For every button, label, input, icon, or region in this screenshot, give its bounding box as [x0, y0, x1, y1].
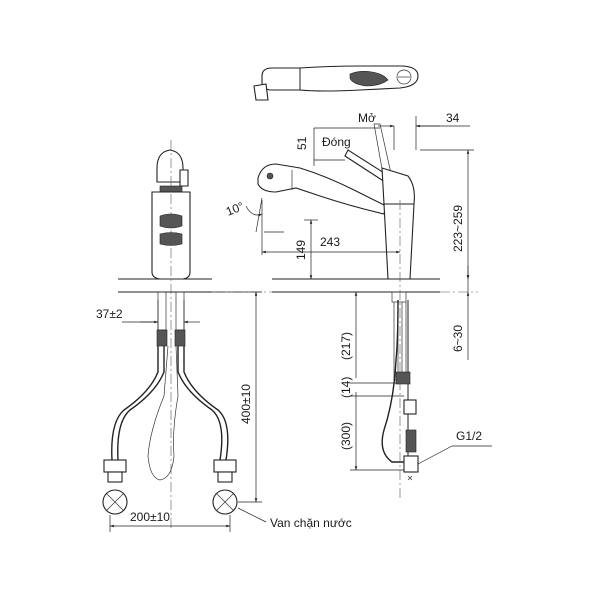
faucet-top-view	[253, 65, 419, 101]
dim-tilt-angle: 10°	[224, 199, 246, 219]
dim-deck-thickness: 6~30	[451, 325, 465, 352]
dim-hose-14: (14)	[339, 377, 353, 398]
dim-hose-300: (300)	[339, 422, 353, 450]
dim-supply-length: 400±10	[239, 384, 253, 424]
faucet-side-view	[257, 123, 419, 500]
dim-shank-spacing: 37±2	[96, 307, 123, 321]
faucet-front-view	[102, 140, 238, 530]
dim-top-gap: 34	[446, 111, 460, 125]
dim-lever-height: 51	[295, 136, 309, 150]
dim-hose-217: (217)	[339, 332, 353, 360]
label-thread: G1/2	[456, 429, 482, 443]
dim-total-height: 223~259	[451, 205, 465, 252]
dim-spout-reach: 243	[320, 235, 340, 249]
label-shutoff-valve: Van chặn nước	[270, 516, 352, 530]
dim-supply-spacing: 200±10	[130, 510, 170, 524]
dim-spout-height: 149	[294, 240, 308, 260]
label-open: Mở	[358, 111, 376, 125]
dimension-lines	[109, 116, 492, 532]
countertop-line	[118, 278, 478, 293]
label-close: Đóng	[322, 135, 351, 149]
